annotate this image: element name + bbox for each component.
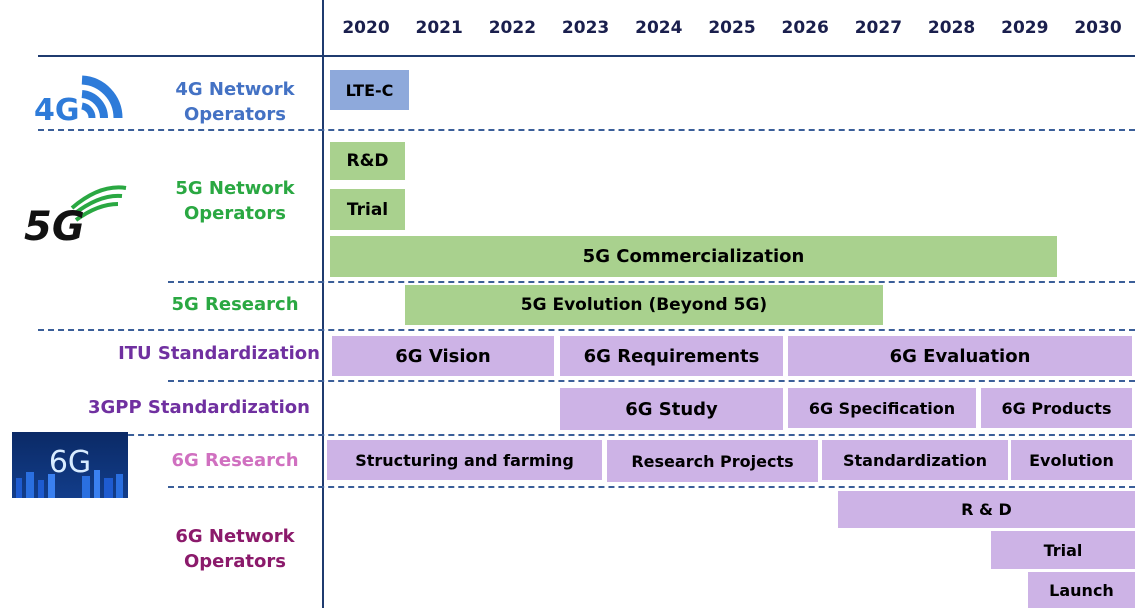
5g-logo-icon: 5G [22,178,130,250]
row-separator [38,434,1135,436]
year-label: 2029 [1001,18,1049,38]
gantt-bar-6g-requirements: 6G Requirements [560,336,783,376]
gantt-bar-6g-products: 6G Products [981,388,1132,428]
svg-text:5G: 5G [24,204,85,248]
gantt-bar-6g-vision: 6G Vision [332,336,554,376]
gantt-bar-standardization: Standardization [822,440,1008,480]
gantt-bar-r-d: R & D [838,491,1135,528]
timeline-header-line [38,55,1135,57]
gantt-bar-research-projects: Research Projects [607,440,818,482]
row-label-4g-operators: 4G Network Operators [175,79,295,125]
row-separator [38,129,1135,131]
year-label: 2027 [854,18,903,38]
gantt-bar-5g-commercialization: 5G Commercialization [330,236,1057,277]
gantt-bar-6g-study: 6G Study [560,388,783,430]
gantt-bar-r-d: R&D [330,142,405,180]
year-label: 2028 [927,18,976,38]
year-label: 2021 [415,18,463,38]
gantt-bar-structuring-and-farming: Structuring and farming [327,440,602,480]
gantt-bar-trial: Trial [330,189,405,230]
year-label: 2024 [635,18,683,38]
row-separator [168,380,1135,382]
row-separator [168,281,1135,283]
year-label: 2022 [488,18,537,38]
row-label-3gpp: 3GPP Standardization [87,397,310,418]
6g-logo-icon: 6G [12,432,128,498]
year-label: 2030 [1074,18,1122,38]
gantt-bar-5g-evolution-beyond-5g-: 5G Evolution (Beyond 5G) [405,285,883,325]
row-label-6g-research: 6G Research [171,450,299,471]
gantt-bar-6g-specification: 6G Specification [788,388,976,428]
gantt-bar-6g-evaluation: 6G Evaluation [788,336,1132,376]
row-label-5g-operators: 5G Network Operators [175,178,295,224]
row-label-5g-research: 5G Research [171,294,299,315]
row-separator [38,329,1135,331]
svg-text:4G: 4G [34,93,80,127]
gantt-bar-launch: Launch [1028,572,1135,608]
year-label: 2023 [561,18,610,38]
row-label-itu: ITU Standardization [118,343,320,364]
gantt-bar-trial: Trial [991,531,1135,569]
year-label: 2025 [708,18,756,38]
gantt-bar-lte-c: LTE-C [330,70,409,110]
row-separator [168,486,1135,488]
gantt-bar-evolution: Evolution [1011,440,1132,480]
svg-text:6G: 6G [49,445,91,480]
4g-logo-icon: 4G [30,62,125,128]
timeline-vertical-axis [322,0,324,608]
year-label: 2020 [342,18,390,38]
row-label-6g-operators: 6G Network Operators [175,526,295,572]
year-label: 2026 [781,18,829,38]
